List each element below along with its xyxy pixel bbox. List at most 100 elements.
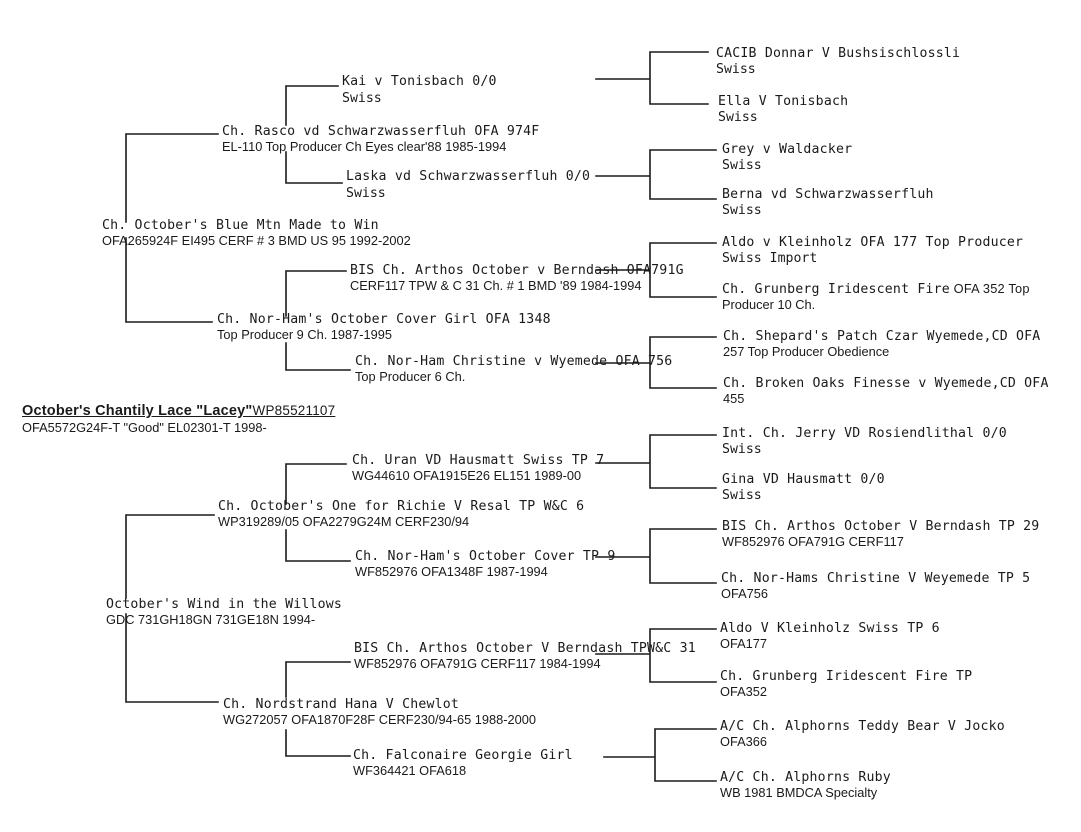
- gg-grandparent-ddss-name: Aldo V Kleinholz Swiss TP 6: [720, 621, 940, 636]
- gg-grandparent-ddds-entry: A/C Ch. Alphorns Teddy Bear V Jocko OFA3…: [720, 720, 1005, 749]
- great-grandparent-dds-name: BIS Ch. Arthos October V Berndash TPW&C …: [354, 641, 696, 656]
- great-grandparent-dds-entry: BIS Ch. Arthos October V Berndash TPW&C …: [354, 642, 696, 671]
- gg-grandparent-sdss-entry: Aldo v Kleinholz OFA 177 Top Producer Sw…: [722, 235, 1024, 267]
- great-grandparent-dss-details: WG44610 OFA1915E26 EL151 1989-00: [352, 468, 582, 484]
- connector-ssd-bracket: [595, 149, 717, 200]
- gg-grandparent-dddd-name: A/C Ch. Alphorns Ruby: [720, 770, 891, 785]
- gg-grandparent-sdsd-entry: Ch. Grunberg Iridescent Fire OFA 352 Top…: [722, 281, 1030, 313]
- connector-dsd-bracket: [595, 528, 717, 584]
- subject-dog-entry: October's Chantily Lace "Lacey"WP8552110…: [22, 404, 335, 434]
- gg-grandparent-sdds-name: Ch. Shepard's Patch Czar Wyemede,CD OFA: [723, 329, 1041, 344]
- connector-ss-bracket: [285, 85, 343, 184]
- subject-dog-registration: WP85521107: [252, 403, 336, 418]
- gg-grandparent-sdsd-name-tail: OFA 352 Top: [949, 281, 1030, 296]
- gg-grandparent-dsds-details: WF852976 OFA791G CERF117: [722, 534, 904, 550]
- great-grandparent-ssd-entry: Laska vd Schwarzwasserfluh 0/0 Swiss: [346, 169, 591, 202]
- gg-grandparent-sdss-name: Aldo v Kleinholz OFA 177 Top Producer: [722, 235, 1024, 250]
- sire-name: Ch. October's Blue Mtn Made to Win: [102, 218, 379, 233]
- gg-grandparent-dsdd-name: Ch. Nor-Hams Christine V Weyemede TP 5: [721, 571, 1031, 586]
- connector-sss-bracket: [595, 51, 709, 105]
- gg-grandparent-sddd-name: Ch. Broken Oaks Finesse v Wyemede,CD OFA: [723, 376, 1049, 391]
- gg-grandparent-ssds-entry: Grey v Waldacker Swiss: [722, 142, 853, 174]
- connector-dam-bracket: [125, 514, 219, 703]
- maternal-granddam-details: WG272057 OFA1870F28F CERF230/94-65 1988-…: [223, 712, 537, 728]
- gg-grandparent-dssd-name: Gina VD Hausmatt 0/0: [722, 472, 885, 487]
- sire-entry: Ch. October's Blue Mtn Made to Win OFA26…: [102, 219, 411, 248]
- gg-grandparent-dsss-name: Int. Ch. Jerry VD Rosiendlithal 0/0: [722, 426, 1007, 441]
- dam-name: October's Wind in the Willows: [106, 597, 343, 612]
- great-grandparent-sds-details: CERF117 TPW & C 31 Ch. # 1 BMD '89 1984-…: [350, 278, 642, 294]
- paternal-granddam-entry: Ch. Nor-Ham's October Cover Girl OFA 134…: [217, 313, 551, 342]
- gg-grandparent-ddss-entry: Aldo V Kleinholz Swiss TP 6 OFA177: [720, 622, 940, 651]
- great-grandparent-sds-name: BIS Ch. Arthos October v Berndash OFA791…: [350, 263, 684, 278]
- dam-entry: October's Wind in the Willows GDC 731GH1…: [106, 598, 342, 627]
- gg-grandparent-dssd-details: Swiss: [722, 488, 762, 504]
- gg-grandparent-sdss-details: Swiss Import: [722, 251, 818, 267]
- great-grandparent-sdd-name: Ch. Nor-Ham Christine v Wyemede OFA 756: [355, 354, 673, 369]
- paternal-grandsire-details: EL-110 Top Producer Ch Eyes clear'88 198…: [222, 139, 507, 155]
- great-grandparent-ssd-name: Laska vd Schwarzwasserfluh 0/0: [346, 169, 591, 184]
- maternal-grandsire-entry: Ch. October's One for Richie V Resal TP …: [218, 500, 584, 529]
- great-grandparent-dsd-entry: Ch. Nor-Ham's October Cover TP 9 WF85297…: [355, 550, 615, 579]
- paternal-granddam-details: Top Producer 9 Ch. 1987-1995: [217, 327, 393, 343]
- gg-grandparent-ddsd-entry: Ch. Grunberg Iridescent Fire TP OFA352: [720, 670, 972, 699]
- paternal-grandsire-name: Ch. Rasco vd Schwarzwasserfluh OFA 974F: [222, 124, 540, 139]
- gg-grandparent-sddd-entry: Ch. Broken Oaks Finesse v Wyemede,CD OFA…: [723, 377, 1049, 406]
- paternal-granddam-name: Ch. Nor-Ham's October Cover Girl OFA 134…: [217, 312, 551, 327]
- gg-grandparent-dddd-entry: A/C Ch. Alphorns Ruby WB 1981 BMDCA Spec…: [720, 771, 891, 800]
- gg-grandparent-dsds-entry: BIS Ch. Arthos October V Berndash TP 29 …: [722, 520, 1039, 549]
- great-grandparent-dsd-details: WF852976 OFA1348F 1987-1994: [355, 564, 548, 580]
- paternal-grandsire-entry: Ch. Rasco vd Schwarzwasserfluh OFA 974F …: [222, 125, 539, 154]
- gg-grandparent-ddds-details: OFA366: [720, 734, 767, 750]
- maternal-grandsire-details: WP319289/05 OFA2279G24M CERF230/94: [218, 514, 470, 530]
- subject-dog-name: October's Chantily Lace "Lacey"WP8552110…: [22, 403, 336, 419]
- gg-grandparent-dsdd-entry: Ch. Nor-Hams Christine V Weyemede TP 5 O…: [721, 572, 1030, 601]
- connector-dds-bracket: [595, 628, 717, 683]
- gg-grandparent-dssd-entry: Gina VD Hausmatt 0/0 Swiss: [722, 472, 885, 504]
- great-grandparent-dsd-name: Ch. Nor-Ham's October Cover TP 9: [355, 549, 616, 564]
- connector-dd-bracket: [285, 661, 351, 757]
- great-grandparent-sdd-entry: Ch. Nor-Ham Christine v Wyemede OFA 756 …: [355, 355, 672, 384]
- gg-grandparent-sssd-entry: Ella V Tonisbach Swiss: [718, 94, 849, 126]
- gg-grandparent-ssds-name: Grey v Waldacker: [722, 142, 853, 157]
- great-grandparent-sdd-details: Top Producer 6 Ch.: [355, 369, 466, 385]
- gg-grandparent-dsdd-details: OFA756: [721, 586, 768, 602]
- connector-ds-bracket: [285, 463, 351, 562]
- gg-grandparent-ssss-details: Swiss: [716, 62, 756, 78]
- great-grandparent-ddd-details: WF364421 OFA618: [353, 763, 467, 779]
- connector-sd-bracket: [285, 270, 351, 371]
- great-grandparent-dss-entry: Ch. Uran VD Hausmatt Swiss TP 7 WG44610 …: [352, 454, 604, 483]
- gg-grandparent-ddsd-name: Ch. Grunberg Iridescent Fire TP: [720, 669, 973, 684]
- subject-dog-details: OFA5572G24F-T "Good" EL02301-T 1998-: [22, 419, 267, 435]
- gg-grandparent-ddds-name: A/C Ch. Alphorns Teddy Bear V Jocko: [720, 719, 1005, 734]
- gg-grandparent-sdsd-details: Producer 10 Ch.: [722, 297, 816, 313]
- great-grandparent-sss-name: Kai v Tonisbach 0/0: [342, 74, 497, 89]
- gg-grandparent-ssdd-name: Berna vd Schwarzwasserfluh: [722, 187, 934, 202]
- gg-grandparent-dsss-details: Swiss: [722, 442, 762, 458]
- gg-grandparent-sdsd-name: Ch. Grunberg Iridescent Fire OFA 352 Top: [722, 281, 1030, 297]
- connector-dss-bracket: [595, 434, 717, 489]
- gg-grandparent-sdds-details: 257 Top Producer Obedience: [723, 344, 890, 360]
- great-grandparent-ssd-details: Swiss: [346, 186, 386, 202]
- gg-grandparent-sddd-details: 455: [723, 391, 745, 407]
- gg-grandparent-ssss-entry: CACIB Donnar V Bushsischlossli Swiss: [716, 46, 961, 78]
- gg-grandparent-ssdd-entry: Berna vd Schwarzwasserfluh Swiss: [722, 187, 934, 219]
- maternal-granddam-name: Ch. Nordstrand Hana V Chewlot: [223, 697, 460, 712]
- gg-grandparent-ddsd-details: OFA352: [720, 684, 767, 700]
- maternal-grandsire-name: Ch. October's One for Richie V Resal TP …: [218, 499, 585, 514]
- maternal-granddam-entry: Ch. Nordstrand Hana V Chewlot WG272057 O…: [223, 698, 536, 727]
- great-grandparent-dds-details: WF852976 OFA791G CERF117 1984-1994: [354, 656, 601, 672]
- dam-details: GDC 731GH18GN 731GE18N 1994-: [106, 612, 316, 628]
- connector-sire-bracket: [125, 133, 219, 323]
- gg-grandparent-ssss-name: CACIB Donnar V Bushsischlossli: [716, 46, 961, 61]
- connector-sds-bracket: [595, 242, 717, 298]
- great-grandparent-ddd-name: Ch. Falconaire Georgie Girl: [353, 748, 573, 763]
- gg-grandparent-ddss-details: OFA177: [720, 636, 767, 652]
- gg-grandparent-sssd-name: Ella V Tonisbach: [718, 94, 849, 109]
- gg-grandparent-sssd-details: Swiss: [718, 110, 758, 126]
- gg-grandparent-ssdd-details: Swiss: [722, 203, 762, 219]
- great-grandparent-sds-entry: BIS Ch. Arthos October v Berndash OFA791…: [350, 264, 684, 293]
- great-grandparent-dss-name: Ch. Uran VD Hausmatt Swiss TP 7: [352, 453, 605, 468]
- gg-grandparent-ssds-details: Swiss: [722, 158, 762, 174]
